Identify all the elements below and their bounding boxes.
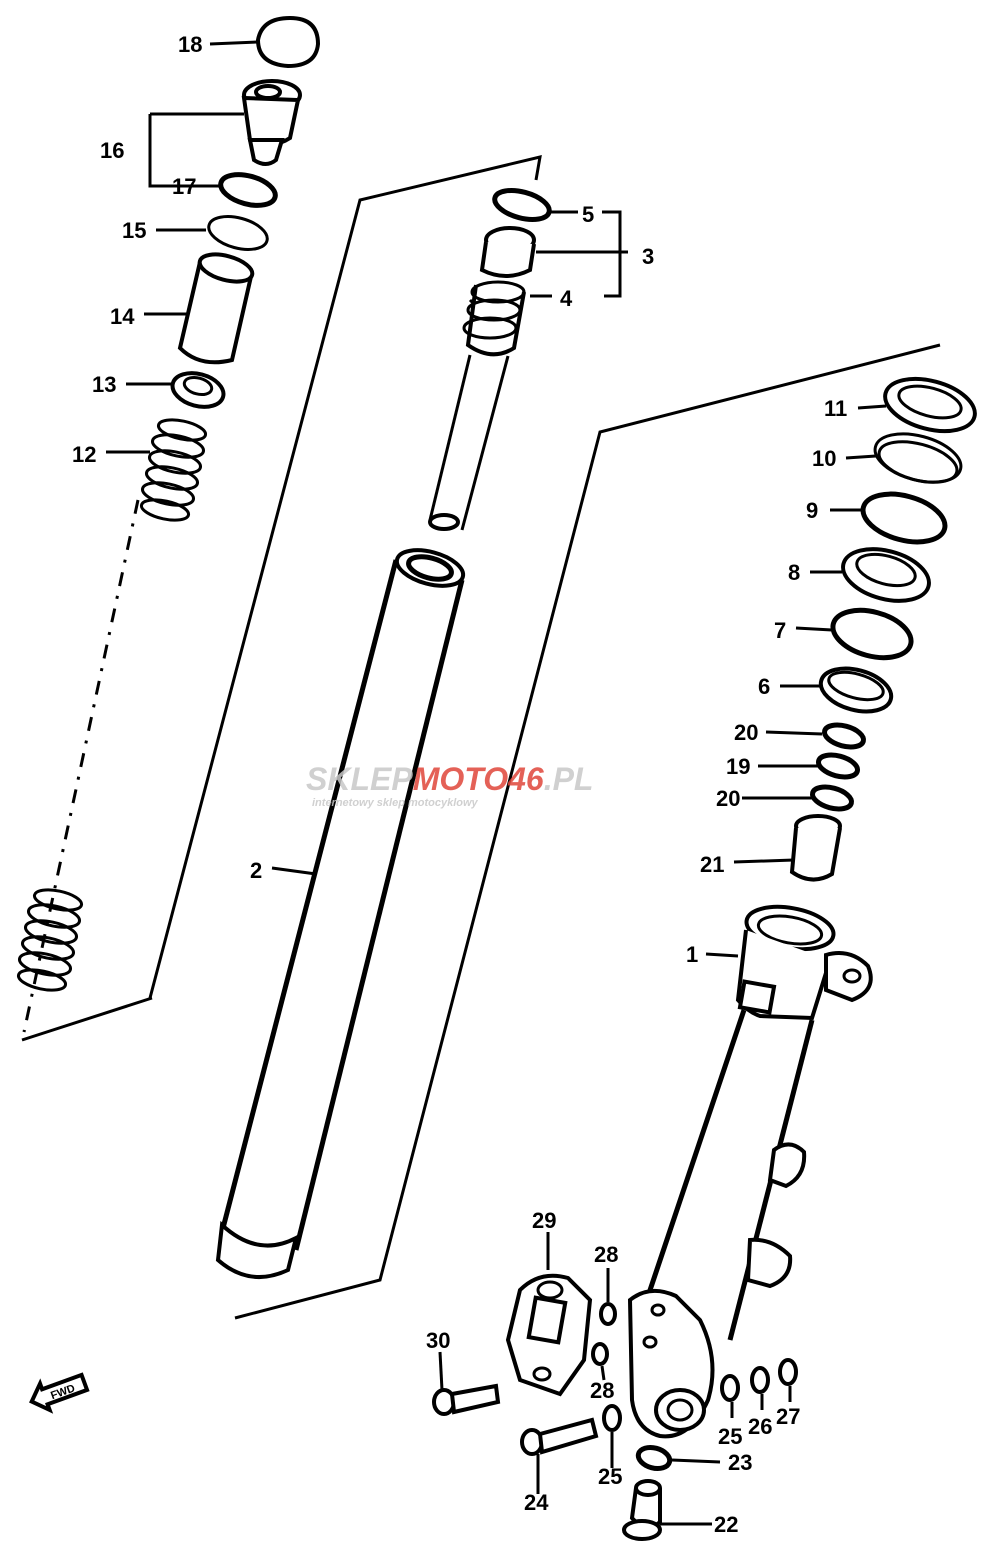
oil-lock-piece-21 bbox=[789, 814, 842, 882]
label-2: 2 bbox=[250, 858, 262, 883]
label-7: 7 bbox=[774, 618, 786, 643]
bolt-24 bbox=[520, 1417, 599, 1456]
seat-13 bbox=[170, 371, 226, 409]
o-ring-17 bbox=[218, 172, 278, 208]
label-18: 18 bbox=[178, 32, 202, 57]
watermark-sklep: SKLEP bbox=[306, 761, 413, 797]
label-3: 3 bbox=[642, 244, 654, 269]
washer-9 bbox=[860, 491, 948, 545]
part-labels: 18 16 17 15 14 13 12 5 3 4 2 11 10 9 8 7… bbox=[72, 32, 847, 1537]
watermark-46: 46 bbox=[507, 761, 544, 797]
inner-tube-2 bbox=[215, 548, 466, 1279]
bolt-30 bbox=[432, 1383, 501, 1416]
washers-19-20 bbox=[810, 722, 866, 812]
caliper-bracket-29 bbox=[505, 1273, 593, 1397]
label-28-upper: 28 bbox=[594, 1242, 618, 1267]
label-15: 15 bbox=[122, 218, 146, 243]
label-20-upper: 20 bbox=[734, 720, 758, 745]
watermark-moto: MOTO bbox=[413, 761, 509, 797]
label-14: 14 bbox=[110, 304, 135, 329]
stopper-ring-10 bbox=[873, 432, 963, 484]
label-20-lower: 20 bbox=[716, 786, 740, 811]
label-24: 24 bbox=[524, 1490, 549, 1515]
oil-seal-8 bbox=[841, 547, 931, 603]
washer-15 bbox=[207, 215, 269, 251]
washers-25-28 bbox=[591, 1302, 798, 1432]
label-5: 5 bbox=[582, 202, 594, 227]
gasket-23 bbox=[635, 1444, 673, 1472]
watermark: SKLEPMOTO46.PL internetowy sklep motocyk… bbox=[306, 761, 593, 809]
watermark-pl: .PL bbox=[544, 761, 594, 797]
label-30: 30 bbox=[426, 1328, 450, 1353]
label-11: 11 bbox=[824, 396, 847, 421]
label-25-right: 25 bbox=[718, 1424, 742, 1449]
label-22: 22 bbox=[714, 1512, 738, 1537]
label-1: 1 bbox=[686, 942, 698, 967]
label-8: 8 bbox=[788, 560, 800, 585]
label-26: 26 bbox=[748, 1414, 772, 1439]
label-28-lower: 28 bbox=[590, 1378, 614, 1403]
assembly-frame-left bbox=[21, 155, 542, 1042]
fork-cap-18 bbox=[255, 15, 321, 69]
outer-tube-1 bbox=[627, 904, 873, 1439]
fwd-direction-badge: FWD bbox=[29, 1372, 90, 1414]
label-16: 16 bbox=[100, 138, 124, 163]
damper-rod-assembly-3-4-5 bbox=[428, 188, 552, 531]
washer-7 bbox=[830, 607, 914, 661]
cap-bolt-16 bbox=[241, 79, 302, 166]
spacer-14 bbox=[177, 252, 255, 365]
label-17: 17 bbox=[172, 174, 196, 199]
label-23: 23 bbox=[728, 1450, 752, 1475]
svg-text:SKLEPMOTO46.PL: SKLEPMOTO46.PL bbox=[306, 761, 593, 797]
label-19: 19 bbox=[726, 754, 750, 779]
label-4: 4 bbox=[560, 286, 573, 311]
label-12: 12 bbox=[72, 442, 96, 467]
label-13: 13 bbox=[92, 372, 116, 397]
guide-bush-6 bbox=[818, 666, 894, 714]
label-21: 21 bbox=[700, 852, 724, 877]
watermark-tagline: internetowy sklep motocyklowy bbox=[312, 797, 479, 809]
label-9: 9 bbox=[806, 498, 818, 523]
label-29: 29 bbox=[532, 1208, 556, 1233]
label-27: 27 bbox=[776, 1404, 800, 1429]
spring-12 bbox=[16, 418, 208, 992]
dust-seal-11 bbox=[883, 376, 977, 434]
drain-bolt-22 bbox=[622, 1479, 662, 1541]
label-25-left: 25 bbox=[598, 1464, 622, 1489]
label-10: 10 bbox=[812, 446, 836, 471]
label-6: 6 bbox=[758, 674, 770, 699]
leader-lines bbox=[106, 40, 887, 1526]
